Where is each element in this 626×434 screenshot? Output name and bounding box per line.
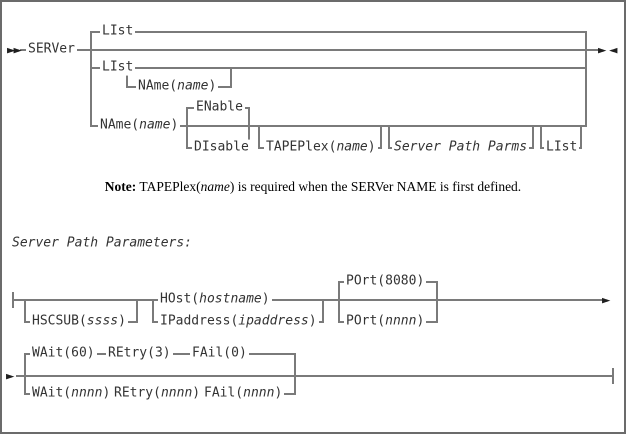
diagram-end-left-icon: ◄ xyxy=(609,43,618,57)
rail-endis-right xyxy=(248,107,250,149)
keyword-hscsub: HSCSUB(ssss) xyxy=(30,313,128,330)
rail-tapeplex-rejoin xyxy=(380,125,382,149)
keyword-name-optional: NAme(name) xyxy=(136,78,219,95)
fragment-heading: Server Path Parameters: xyxy=(12,235,193,251)
diagram-end-right-icon: ► xyxy=(598,43,607,57)
rail-name-opt-drop xyxy=(126,67,128,88)
keyword-name-main: NAme(name) xyxy=(98,117,181,134)
keyword-list-mid: LIst xyxy=(100,59,136,76)
rail-spp-main-line xyxy=(13,299,604,301)
rail-name-opt-rejoin xyxy=(230,67,232,88)
rail-list-opt-drop xyxy=(540,125,542,149)
keyword-retry-default: REtry(3) xyxy=(106,345,173,362)
keyword-fail-alt: FAil(nnnn) xyxy=(202,385,285,402)
rail-wrf-main-line xyxy=(16,375,614,377)
rail-spp-drop xyxy=(388,125,390,149)
keyword-enable: ENable xyxy=(194,99,245,116)
rail-hscsub-drop xyxy=(24,299,26,322)
rail-endis-left xyxy=(186,107,188,149)
rail-port-left xyxy=(338,281,340,323)
keyword-port-default: POrt(8080) xyxy=(344,273,427,290)
rail-branch-list-name xyxy=(90,67,587,69)
keyword-port-alt: POrt(nnnn) xyxy=(344,313,427,330)
line-continue-icon: ► xyxy=(602,293,611,307)
line-resume-icon: ► xyxy=(6,369,15,383)
rail-spp-rejoin xyxy=(532,125,534,149)
keyword-fail-default: FAil(0) xyxy=(190,345,249,362)
keyword-ipaddress: IPaddress(ipaddress) xyxy=(158,313,319,330)
keyword-disable: DIsable xyxy=(192,139,251,156)
note-text: Note: TAPEPlex(name) is required when th… xyxy=(104,179,522,194)
keyword-host: HOst(hostname) xyxy=(158,291,272,308)
rail-hscsub-rejoin xyxy=(136,299,138,322)
fragment-server-path-parms: Server Path Parms xyxy=(392,139,530,156)
rail-branch-list-top xyxy=(90,31,587,33)
rail-hostip-right xyxy=(322,299,324,322)
rail-hostip-left xyxy=(152,299,154,322)
rail-branch-name xyxy=(90,125,587,127)
rail-wrf-right xyxy=(294,353,296,395)
rail-junction-left xyxy=(90,31,92,127)
keyword-wait-alt: WAit(nnnn) xyxy=(30,385,113,402)
diagram-start-icon: ►► xyxy=(7,43,22,57)
rail-tapeplex-drop xyxy=(258,125,260,149)
keyword-tapeplex: TAPEPlex(name) xyxy=(264,139,378,156)
rail-wrf-left xyxy=(24,353,26,395)
rail-list-opt-rejoin xyxy=(580,125,582,149)
rail-fragment-end-tick xyxy=(612,368,614,384)
rail-port-right xyxy=(436,281,438,323)
rail-junction-right xyxy=(585,31,587,127)
keyword-list-top: LIst xyxy=(100,23,136,40)
keyword-list-end: LIst xyxy=(544,139,580,156)
rail-main-line xyxy=(20,49,600,51)
keyword-server: SERVer xyxy=(26,41,77,58)
keyword-retry-alt: REtry(nnnn) xyxy=(112,385,203,402)
keyword-wait-default: WAit(60) xyxy=(30,345,97,362)
